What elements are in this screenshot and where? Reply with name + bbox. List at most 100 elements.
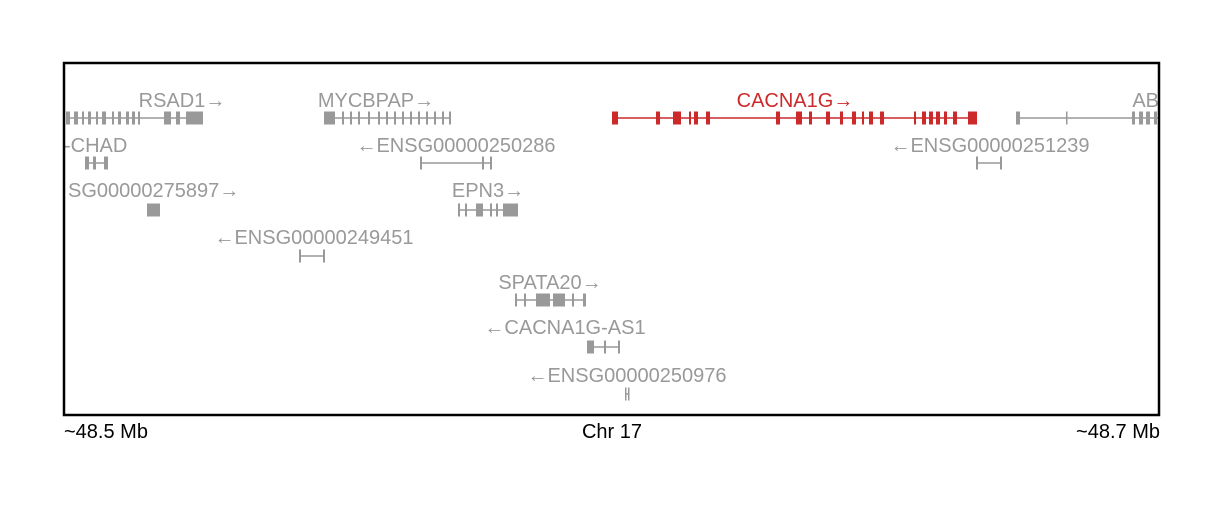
gene-exon xyxy=(402,111,404,125)
gene-exon xyxy=(796,111,802,125)
gene-exon xyxy=(176,111,180,125)
gene-exon xyxy=(85,156,89,170)
gene-exon xyxy=(350,111,352,125)
gene-chad: -CHAD xyxy=(64,135,127,170)
gene-exon xyxy=(1154,111,1157,125)
gene-label: CACNA1G→ xyxy=(737,90,854,112)
gene-exon xyxy=(524,293,526,307)
gene-exon xyxy=(1146,111,1150,125)
gene-exon xyxy=(809,111,812,125)
gene-label: ←ENSG00000249451 xyxy=(214,227,413,249)
gene-ensg275897: SG00000275897→ xyxy=(68,180,239,217)
gene-exon xyxy=(434,111,436,125)
gene-exon xyxy=(852,111,856,125)
gene-mycbpap: MYCBPAP→ xyxy=(318,90,451,125)
gene-exon xyxy=(324,111,335,125)
gene-exon xyxy=(482,156,484,170)
gene-label: -CHAD xyxy=(64,135,127,157)
gene-label: SG00000275897→ xyxy=(68,180,239,202)
gene-label: ←CACNA1G-AS1 xyxy=(484,317,645,339)
gene-exon xyxy=(164,111,171,125)
gene-exon xyxy=(1139,111,1143,125)
gene-exon xyxy=(628,387,630,401)
gene-label: RSAD1→ xyxy=(139,90,226,112)
gene-exon xyxy=(1132,111,1135,125)
gene-exon xyxy=(776,111,780,125)
gene-exon xyxy=(104,156,108,170)
gene-exon xyxy=(476,203,483,217)
gene-exon xyxy=(449,111,451,125)
gene-exon xyxy=(132,111,135,125)
gene-exon xyxy=(929,111,933,125)
genes-layer: RSAD1→ MYCBPAP→ CACNA1G→ AB -CHAD ←ENSG000002… xyxy=(64,90,1159,401)
gene-exon xyxy=(503,203,518,217)
gene-exon xyxy=(612,111,618,125)
gene-exon xyxy=(880,111,884,125)
gene-exon xyxy=(126,111,129,125)
gene-exon xyxy=(458,203,460,217)
gene-exon xyxy=(147,203,160,217)
gene-exon xyxy=(490,203,492,217)
gene-rsad1: RSAD1→ xyxy=(66,90,225,125)
gene-label: EPN3→ xyxy=(452,180,524,202)
gene-exon xyxy=(689,111,691,125)
gene-exon xyxy=(74,111,78,125)
gene-exon xyxy=(673,111,681,125)
gene-exon xyxy=(442,111,444,125)
gene-exon xyxy=(572,293,574,307)
gene-exon xyxy=(869,111,873,125)
gene-label: ←ENSG00000250976 xyxy=(527,365,726,387)
gene-exon xyxy=(515,293,517,307)
gene-exon xyxy=(536,293,550,307)
gene-exon xyxy=(138,111,140,125)
gene-exon xyxy=(826,111,830,125)
gene-exon xyxy=(944,111,947,125)
gene-exon xyxy=(1000,156,1002,170)
gene-spata20: SPATA20→ xyxy=(498,272,602,307)
gene-exon xyxy=(840,111,843,125)
gene-label: SPATA20→ xyxy=(498,272,601,294)
gene-exon xyxy=(420,156,422,170)
gene-exon xyxy=(66,111,70,125)
gene-abcc3: AB xyxy=(1016,90,1159,125)
gene-exon xyxy=(368,111,370,125)
gene-exon xyxy=(410,111,412,125)
gene-exon xyxy=(953,111,957,125)
gene-exon xyxy=(706,111,710,125)
gene-ensg250286: ←ENSG00000250286 xyxy=(356,135,556,170)
gene-label: ←ENSG00000250286 xyxy=(356,135,555,157)
gene-exon xyxy=(862,111,864,125)
gene-exon xyxy=(88,111,91,125)
gene-exon xyxy=(96,111,98,125)
gene-exon xyxy=(496,203,498,217)
gene-exon xyxy=(112,111,114,125)
gene-exon xyxy=(299,249,301,263)
gene-exon xyxy=(914,111,916,125)
gene-exon xyxy=(604,340,606,354)
gene-exon xyxy=(936,111,940,125)
gene-exon xyxy=(587,340,594,354)
gene-exon xyxy=(1066,111,1068,125)
gene-exon xyxy=(93,156,96,170)
gene-exon xyxy=(968,111,977,125)
gene-exon xyxy=(82,111,84,125)
gene-exon xyxy=(583,293,586,307)
gene-cacna1g: CACNA1G→ xyxy=(612,90,977,125)
gene-exon xyxy=(490,156,492,170)
gene-epn3: EPN3→ xyxy=(452,180,524,217)
gene-exon xyxy=(976,156,978,170)
gene-exon xyxy=(694,111,698,125)
gene-label: ←ENSG00000251239 xyxy=(890,135,1089,157)
gene-exon xyxy=(625,387,627,401)
gene-exon xyxy=(378,111,380,125)
gene-exon xyxy=(394,111,396,125)
gene-ensg251239: ←ENSG00000251239 xyxy=(890,135,1090,170)
gene-exon xyxy=(118,111,121,125)
gene-ensg249451: ←ENSG00000249451 xyxy=(214,227,414,263)
axis-left-label: ~48.5 Mb xyxy=(64,421,148,443)
gene-exon xyxy=(553,293,565,307)
gene-exon xyxy=(418,111,420,125)
axis-right-label: ~48.7 Mb xyxy=(1076,421,1160,443)
